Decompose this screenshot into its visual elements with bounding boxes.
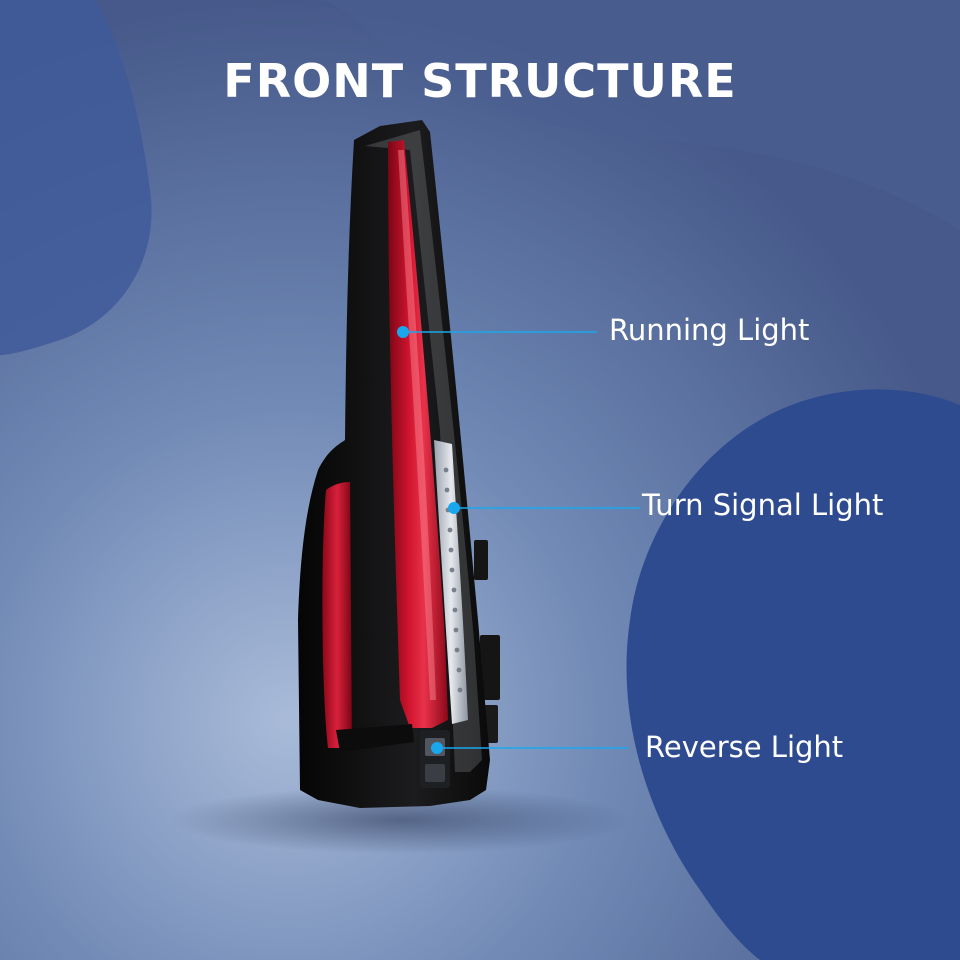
- lower-red-lens: [322, 482, 352, 748]
- callout-label-reverse-light: Reverse Light: [645, 730, 844, 764]
- background-blob-top: [0, 0, 960, 230]
- callout-dot-icon: [431, 742, 443, 754]
- running-light-lens: [388, 140, 448, 728]
- page-title: FRONT STRUCTURE: [223, 54, 737, 108]
- turn-signal-lens: [434, 440, 468, 724]
- background-blob-left: [0, 0, 152, 355]
- background-blob-right: [626, 389, 960, 960]
- callout-label-running-light: Running Light: [609, 313, 810, 347]
- callout-label-turn-signal-light: Turn Signal Light: [642, 488, 884, 522]
- callout-dot-icon: [448, 502, 460, 514]
- callout-dot-icon: [397, 326, 409, 338]
